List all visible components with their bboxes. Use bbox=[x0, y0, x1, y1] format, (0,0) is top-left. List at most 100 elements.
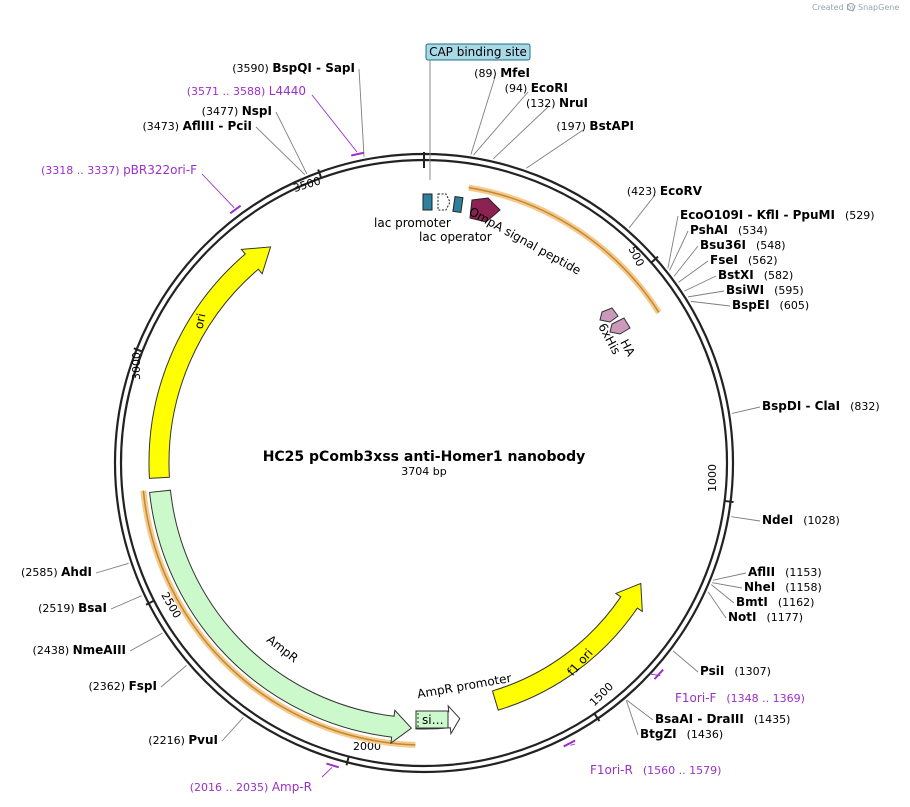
site-pos-1158: (1158) bbox=[785, 581, 822, 594]
site-name-595: BsiWI bbox=[726, 283, 764, 297]
primer-leader-1570 bbox=[570, 743, 576, 746]
site-label-582: BstXI(582) bbox=[718, 268, 793, 282]
credit-text: Created by bbox=[812, 3, 856, 12]
site-name-534: PshAI bbox=[690, 223, 728, 237]
site-leader-582 bbox=[684, 275, 717, 292]
site-leader-1435 bbox=[626, 699, 654, 721]
site-name-423: EcoRV bbox=[660, 184, 703, 198]
site-leader-1162 bbox=[711, 584, 735, 604]
site-pos-2216: (2216) bbox=[148, 734, 188, 747]
site-leader-2519 bbox=[110, 595, 142, 610]
site-leader-423 bbox=[628, 194, 656, 229]
tick-2500 bbox=[145, 599, 155, 606]
site-pos-3473: (3473) bbox=[143, 120, 183, 133]
plasmid-name: HC25 pComb3xss anti-Homer1 nanobody bbox=[263, 449, 586, 465]
ampr-label: AmpR bbox=[264, 632, 301, 665]
site-name-1028: NdeI bbox=[762, 513, 793, 527]
site-name-3477: NspI bbox=[242, 104, 272, 118]
primer-label-1570: F1ori-R (1560 .. 1579) bbox=[590, 763, 721, 777]
site-pos-423: (423) bbox=[627, 185, 660, 198]
primer-mark-1570 bbox=[563, 739, 576, 748]
site-leader-3590 bbox=[358, 68, 365, 157]
ompa-highlight-line bbox=[468, 186, 660, 313]
tick-3000 bbox=[133, 347, 143, 353]
ompa-feature bbox=[469, 197, 501, 223]
credit-brand: SnapGene bbox=[858, 3, 899, 12]
site-label-197: (197) BstAPI bbox=[556, 119, 634, 133]
site-label-1028: NdeI(1028) bbox=[762, 513, 840, 527]
site-pos-582: (582) bbox=[764, 269, 794, 282]
site-label-89: (89) MfeI bbox=[474, 66, 530, 80]
site-leader-832 bbox=[731, 406, 761, 414]
ampr-feature-shape bbox=[149, 489, 413, 745]
ampr-highlight-line bbox=[142, 490, 416, 746]
site-leader-1153 bbox=[713, 572, 747, 581]
site-leader-2362 bbox=[160, 665, 187, 688]
primer-range-3327: (3318 .. 3337) bbox=[41, 164, 123, 177]
site-leader-1307 bbox=[672, 650, 699, 673]
primer-name-1358: F1ori-F bbox=[675, 691, 716, 705]
primer-label-3327: (3318 .. 3337) pBR322ori-F bbox=[41, 163, 197, 177]
site-leader-3477 bbox=[275, 111, 308, 175]
site-label-2438: (2438) NmeAIII bbox=[33, 643, 126, 657]
site-leader-595 bbox=[688, 290, 725, 298]
signal-box bbox=[415, 710, 449, 729]
primer-label-3579: (3571 .. 3588) L4440 bbox=[187, 84, 306, 98]
site-pos-605: (605) bbox=[780, 299, 810, 312]
site-name-1436: BtgZI bbox=[640, 727, 677, 741]
site-leader-534 bbox=[669, 230, 689, 271]
tick-1500 bbox=[593, 713, 601, 722]
lac-operator-label: lac operator bbox=[419, 230, 492, 244]
site-label-548: Bsu36I(548) bbox=[700, 238, 786, 252]
plasmid-backbone bbox=[113, 152, 735, 774]
tick-2000 bbox=[345, 756, 350, 766]
site-pos-197: (197) bbox=[556, 120, 589, 133]
lac-promoter-label: lac promoter bbox=[374, 216, 451, 230]
site-pos-94: (94) bbox=[505, 82, 531, 95]
site-pos-832: (832) bbox=[850, 400, 880, 413]
site-name-2216: PvuI bbox=[188, 733, 218, 747]
site-label-94: (94) EcoRI bbox=[505, 81, 568, 95]
site-labels: (89) MfeI(94) EcoRI(132) NruI(197) BstAP… bbox=[21, 61, 880, 747]
site-leader-605 bbox=[690, 300, 731, 307]
site-pos-89: (89) bbox=[474, 67, 500, 80]
primer-range-3579: (3571 .. 3588) bbox=[187, 85, 269, 98]
site-label-1177: NotI(1177) bbox=[728, 610, 803, 624]
tick-label-1500: 1500 bbox=[587, 680, 616, 709]
primer-mark-3579 bbox=[351, 151, 365, 157]
snapgene-credit: Created by SnapGene bbox=[812, 3, 899, 12]
site-pos-1307: (1307) bbox=[734, 665, 771, 678]
tick-label-3000: 3000 bbox=[130, 352, 143, 380]
primer-name-1570: F1ori-R bbox=[590, 763, 633, 777]
site-leader-1177 bbox=[707, 591, 727, 619]
snapgene-logo-icon bbox=[847, 3, 855, 11]
site-name-94: EcoRI bbox=[531, 81, 568, 95]
ampr-highlight bbox=[140, 490, 416, 748]
tick-label-500: 500 bbox=[626, 244, 647, 269]
site-pos-3477: (3477) bbox=[202, 105, 242, 118]
site-label-1158: NheI(1158) bbox=[744, 580, 822, 594]
tick-label-1000: 1000 bbox=[706, 464, 719, 492]
primer-layer: F1ori-F(1348 .. 1369)F1ori-R(1560 .. 157… bbox=[41, 84, 805, 794]
site-name-548: Bsu36I bbox=[700, 238, 746, 252]
lac-operator-box bbox=[452, 195, 464, 214]
his-feature bbox=[609, 317, 631, 335]
primer-name-3579: L4440 bbox=[269, 84, 306, 98]
site-pos-1177: (1177) bbox=[767, 611, 804, 624]
site-label-3477: (3477) NspI bbox=[202, 104, 272, 118]
site-label-1153: AflII(1153) bbox=[748, 565, 822, 579]
site-leader-89 bbox=[470, 76, 496, 155]
f1-ori-feature-shape bbox=[491, 582, 643, 711]
cap-site-box bbox=[425, 43, 531, 61]
site-leader-2438 bbox=[129, 632, 163, 652]
ori-feature bbox=[148, 246, 272, 479]
primer-range-1570: (1560 .. 1579) bbox=[643, 764, 722, 777]
site-name-89: MfeI bbox=[500, 66, 530, 80]
primer-range-2025: (2016 .. 2035) bbox=[190, 781, 272, 794]
site-name-132: NruI bbox=[559, 96, 588, 110]
site-label-562: FseI(562) bbox=[710, 253, 778, 267]
site-label-1435: BsaAI - DraIII(1435) bbox=[655, 712, 790, 726]
site-name-562: FseI bbox=[710, 253, 738, 267]
site-name-3473: AflIII - PciI bbox=[183, 119, 252, 133]
site-name-3590: BspQI - SapI bbox=[272, 61, 355, 75]
